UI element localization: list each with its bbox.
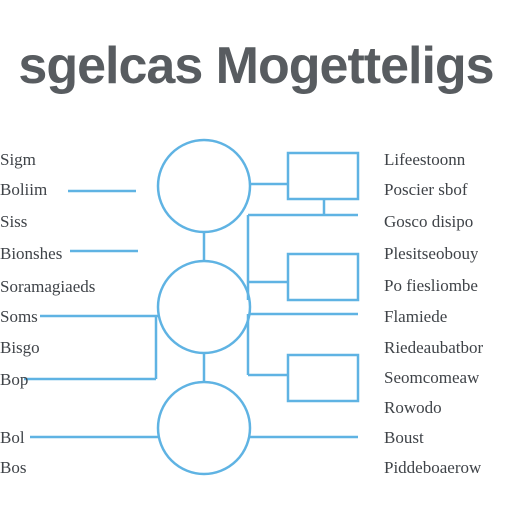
left-label: Bop [0, 370, 29, 389]
left-label: Boliim [0, 180, 48, 199]
right-label: Riedeaubatbor [384, 338, 484, 357]
left-label: Soramagiaeds [0, 277, 96, 296]
right-label: Rowodo [384, 398, 442, 417]
right-label: Seomcomeaw [384, 368, 480, 387]
left-label: Bos [0, 458, 27, 477]
node-circle-bottom [156, 380, 252, 476]
left-label: Bisgo [0, 338, 40, 357]
right-label: Piddeboaerow [384, 458, 482, 477]
node-box-bottom [286, 353, 360, 403]
node-circle-middle [156, 259, 252, 355]
left-label: Siss [0, 212, 28, 231]
right-label: Lifeestoonn [384, 150, 466, 169]
node-box-middle [286, 252, 360, 302]
left-label: Sigm [0, 150, 36, 169]
right-label: Po fiesliombe [384, 276, 478, 295]
right-label: Gosco disipo [384, 212, 474, 231]
right-label: Flamiede [384, 307, 448, 326]
node-box-top [286, 151, 360, 201]
page-title: sgelcas Mogetteligs [0, 36, 512, 96]
right-label: Boust [384, 428, 424, 447]
right-label: Plesitseobouy [384, 244, 479, 263]
node-circle-top [156, 138, 252, 234]
right-label: Poscier sbof [384, 180, 468, 199]
left-label: Bionshes [0, 244, 63, 263]
title-text: sgelcas Mogetteligs [18, 37, 494, 95]
left-label: Soms [0, 307, 38, 326]
left-label: Bol [0, 428, 25, 447]
